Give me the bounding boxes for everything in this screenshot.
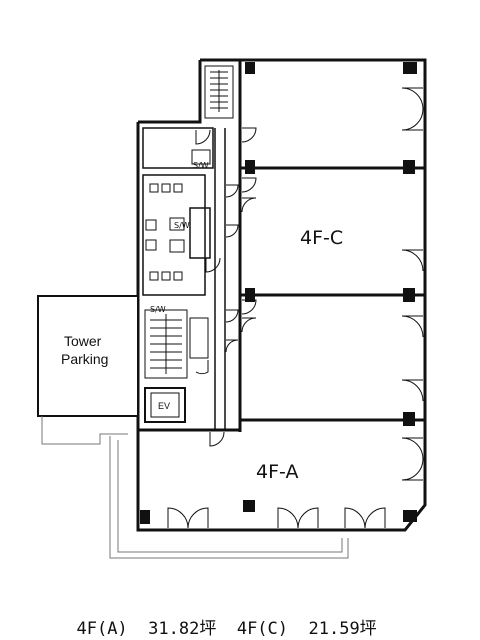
unit-c-name: 4F(C) [236,619,289,639]
parking-label-line2: Parking [61,351,108,367]
unit-a-area: 31.82坪 [148,619,217,639]
area-caption: 4F(A) 31.82坪 4F(C) 21.59坪 [56,594,476,639]
floor-plan: EV S/W S/W S/W [37,58,427,559]
unit-c-area: 21.59坪 [308,619,377,639]
restroom-fixtures [145,149,211,281]
sw-label-mid: S/W [174,221,190,230]
unit-c-label: 4F-C [300,227,343,249]
unit-a-label: 4F-A [256,461,298,483]
columns [140,62,417,524]
sw-label-top: S/W [193,161,209,170]
walkway-outline [41,416,349,559]
sw-label-lower: S/W [150,305,166,314]
unit-walls [138,60,425,432]
lower-stair [144,309,209,379]
elevator: EV [144,387,186,423]
top-stair [204,65,234,119]
doors [167,87,424,529]
core-walls [142,127,226,430]
elevator-label: EV [158,401,170,411]
tower-parking: Tower Parking [37,295,139,417]
unit-a-name: 4F(A) [76,619,128,639]
parking-label-line1: Tower [64,333,102,349]
